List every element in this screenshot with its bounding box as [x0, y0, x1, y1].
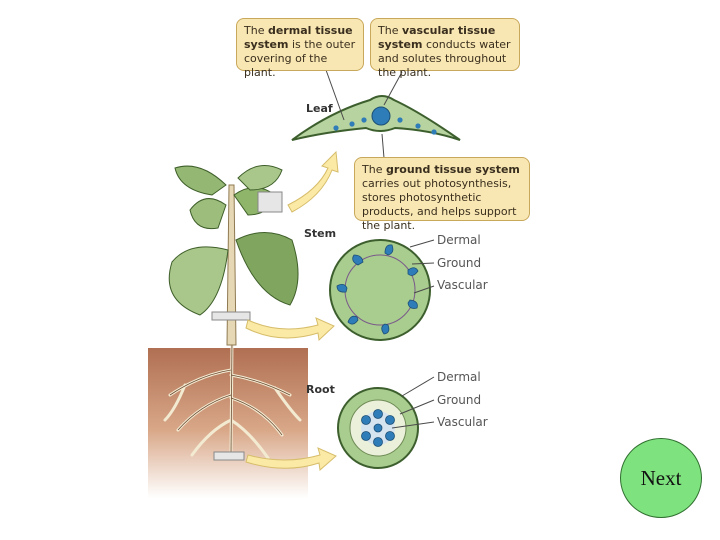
callout-term: dermal tissue system	[244, 24, 353, 51]
callout-text: is the outer covering of the plant.	[244, 38, 356, 79]
stem-dermal-label: Dermal	[437, 233, 481, 247]
section-arrows	[245, 150, 339, 471]
callout-term: ground tissue system	[385, 163, 520, 176]
stem-vascular-label: Vascular	[437, 278, 488, 292]
root-label: Root	[306, 383, 335, 396]
stem-section-marker	[211, 311, 251, 321]
callout-text: conducts water and solutes throughout th…	[378, 38, 511, 79]
root-section-marker	[213, 451, 245, 461]
leaf-section-marker	[257, 191, 283, 213]
root-dermal-label: Dermal	[437, 370, 481, 384]
leaf-label: Leaf	[306, 102, 333, 115]
root-vascular-label: Vascular	[437, 415, 488, 429]
callout-term: vascular tissue system	[378, 24, 496, 51]
plant-leaves	[168, 165, 299, 316]
stem-ground-label: Ground	[437, 256, 482, 270]
next-button[interactable]: Next	[620, 438, 702, 518]
plant-stem	[226, 184, 237, 346]
next-button-label: Next	[640, 465, 682, 490]
vascular-tissue-callout: The vascular tissue system conducts wate…	[370, 18, 520, 79]
callout-text: The	[362, 163, 386, 176]
leaf-cross-section	[291, 95, 461, 141]
callout-text: carries out photosynthesis, stores photo…	[362, 177, 517, 232]
root-cross-section	[337, 387, 419, 469]
ground-tissue-callout: The ground tissue system carries out pho…	[354, 157, 530, 232]
callout-text: The	[244, 24, 268, 37]
root-ground-label: Ground	[437, 393, 482, 407]
callout-text: The	[378, 24, 402, 37]
stem-cross-section	[329, 239, 431, 341]
dermal-tissue-callout: The dermal tissue system is the outer co…	[236, 18, 364, 79]
stem-label: Stem	[304, 227, 337, 240]
